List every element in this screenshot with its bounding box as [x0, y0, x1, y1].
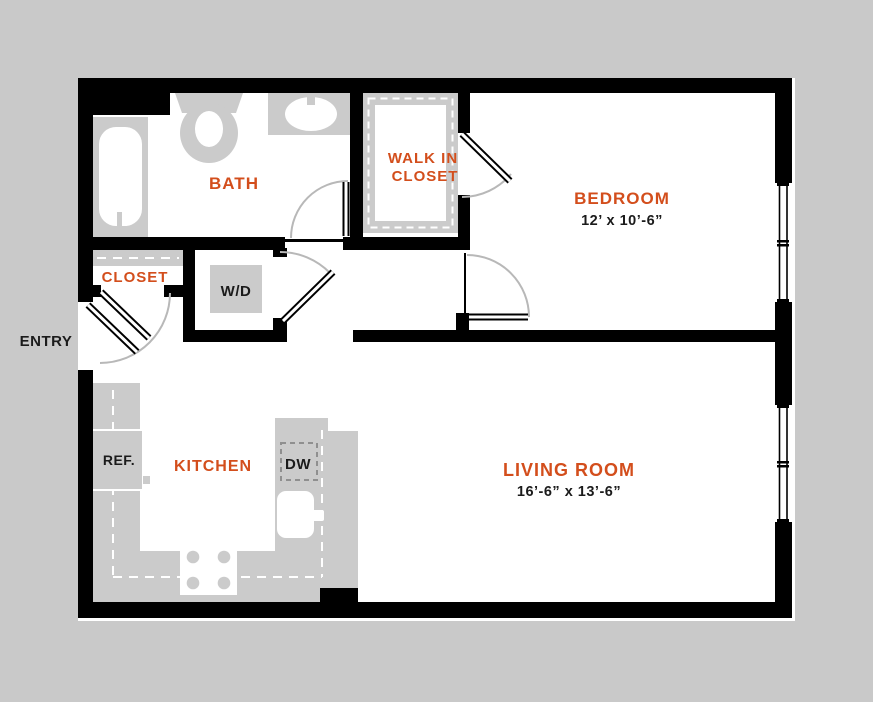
laundry-hall-door — [279, 251, 336, 324]
wall-segment — [183, 330, 287, 342]
bathroom-sink — [268, 93, 353, 135]
bedroom-label: BEDROOM — [574, 189, 670, 208]
wall-segment — [273, 248, 287, 257]
dishwasher-label: DW — [285, 456, 311, 473]
closet-shelf — [93, 250, 183, 266]
walk-in-closet-label-line2: CLOSET — [392, 168, 459, 185]
exterior-wall-right — [775, 302, 792, 405]
toilet — [175, 93, 243, 163]
entry-label: ENTRY — [20, 333, 73, 350]
refrigerator-box — [84, 429, 150, 491]
bedroom-door — [464, 253, 530, 321]
wall-segment — [353, 330, 792, 342]
exterior-wall-right — [775, 522, 792, 618]
bath-door-header — [285, 239, 343, 242]
exterior-wall-bottom — [78, 602, 792, 618]
wall-segment — [320, 588, 358, 602]
walk-in-closet-door — [459, 131, 513, 198]
wall-segment — [458, 93, 470, 133]
exterior-wall-right — [775, 78, 792, 183]
burner — [186, 576, 200, 590]
living-room-dimensions: 16’-6” x 13’-6” — [517, 484, 621, 500]
walk-in-closet-label-line1: WALK IN — [388, 150, 458, 167]
wall-segment — [343, 237, 470, 250]
wall-segment — [183, 237, 195, 330]
bedroom-window — [775, 183, 792, 302]
wall-segment — [90, 285, 101, 297]
closet-label: CLOSET — [102, 269, 169, 286]
closet-door — [98, 289, 152, 341]
bath-label: BATH — [209, 174, 259, 193]
wall-segment — [164, 285, 183, 297]
kitchen-label: KITCHEN — [174, 458, 252, 475]
entry-door — [85, 292, 171, 364]
exterior-wall-left-upper — [78, 78, 93, 302]
walls — [78, 78, 792, 618]
dishwasher-outline — [280, 442, 318, 481]
door-hinge-post — [456, 313, 469, 330]
wall-segment — [458, 195, 470, 237]
living-room-label: LIVING ROOM — [503, 460, 635, 480]
wall-highlight — [78, 618, 795, 621]
burner — [217, 576, 231, 590]
wall-highlight — [792, 78, 795, 621]
door-hinge-post — [273, 318, 287, 333]
bathtub — [92, 117, 148, 237]
kitchen-sink — [277, 491, 324, 538]
bedroom-dimensions: 12’ x 10’-6” — [581, 213, 663, 229]
exterior-wall-top — [78, 78, 792, 93]
stove-cooktop — [180, 548, 237, 595]
living-room-window — [775, 405, 792, 522]
washer-dryer-label: W/D — [221, 283, 252, 300]
wall-segment — [350, 93, 363, 237]
bath-door — [290, 180, 350, 239]
walk-in-closet-shelving — [363, 93, 458, 233]
burner — [217, 550, 231, 564]
burner — [186, 550, 200, 564]
exterior-wall-left-lower — [78, 370, 93, 618]
refrigerator-label: REF. — [103, 452, 135, 468]
washer-dryer-box — [210, 265, 262, 313]
wall-segment — [78, 78, 170, 115]
